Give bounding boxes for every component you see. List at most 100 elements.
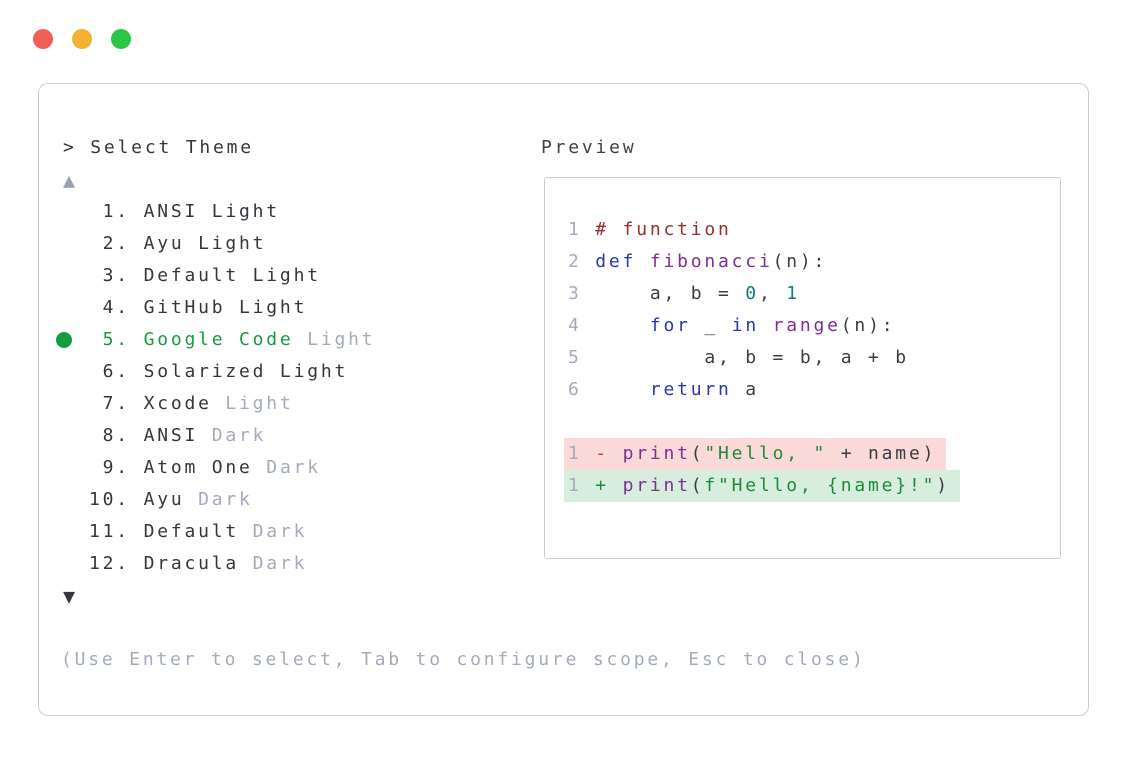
footer-hint: (Use Enter to select, Tab to configure s… <box>61 649 866 670</box>
code-token: 0 <box>745 283 759 304</box>
code-token: 1 <box>786 283 800 304</box>
theme-option[interactable]: 3. Default Light <box>89 260 375 292</box>
code-token: 3 <box>568 283 596 304</box>
maximize-button[interactable] <box>111 29 131 49</box>
theme-option-name: Solarized Light <box>143 361 349 382</box>
theme-list: 1. ANSI Light 2. Ayu Light 3. Default Li… <box>56 196 376 580</box>
theme-option[interactable]: 10. Ayu Dark <box>89 484 375 516</box>
theme-option-number: 1. <box>89 201 144 222</box>
blank-line <box>568 406 960 438</box>
theme-option-name: Default <box>143 521 240 542</box>
theme-option-variant: Light <box>211 393 294 414</box>
code-token: 4 <box>568 315 596 336</box>
code-token: + name) <box>827 443 937 464</box>
diff-line-removed: 1 - print("Hello, " + name) <box>564 438 947 470</box>
theme-option-variant: Dark <box>198 425 267 446</box>
code-token: ( <box>690 443 705 464</box>
code-token: a, b = b, a + b <box>595 347 909 368</box>
code-token: , <box>758 283 787 304</box>
diff-line-added: 1 + print(f"Hello, {name}!") <box>564 470 960 502</box>
theme-option-name: Google Code <box>143 329 294 350</box>
code-token <box>759 315 773 336</box>
code-token: 1 <box>568 219 596 240</box>
code-token: print <box>622 443 691 464</box>
theme-option-name: GitHub Light <box>143 297 308 318</box>
code-token: # function <box>595 219 732 240</box>
theme-option-name: Ayu Light <box>143 233 267 254</box>
code-token: ( <box>690 475 705 496</box>
code-token: (n): <box>840 315 896 336</box>
scroll-up-icon[interactable]: ▲ <box>63 168 76 192</box>
theme-option-number: 12. <box>89 553 144 574</box>
theme-option[interactable]: 9. Atom One Dark <box>89 452 375 484</box>
code-token: a, b = <box>595 283 746 304</box>
theme-option-name: ANSI <box>143 425 199 446</box>
preview-label: Preview <box>541 137 637 158</box>
code-token: _ <box>690 315 732 336</box>
code-token: 1 <box>568 443 596 464</box>
theme-option-number: 6. <box>89 361 144 382</box>
theme-picker-dialog: > Select Theme ▲ 1. ANSI Light 2. Ayu Li… <box>38 83 1089 716</box>
theme-option-variant: Dark <box>184 489 253 510</box>
theme-option[interactable]: 4. GitHub Light <box>89 292 375 324</box>
code-token: 6 <box>568 379 596 400</box>
code-token: for <box>649 315 691 336</box>
code-token: fibonacci <box>649 251 773 272</box>
code-line: 6 return a <box>568 374 960 406</box>
code-token: - <box>595 443 623 464</box>
code-token: + <box>595 475 623 496</box>
theme-option[interactable]: 5. Google Code Light <box>56 324 376 356</box>
code-token: def <box>595 251 637 272</box>
theme-option-number: 2. <box>89 233 144 254</box>
theme-option-number: 3. <box>89 265 144 286</box>
minimize-button[interactable] <box>72 29 92 49</box>
traffic-lights <box>33 29 131 49</box>
theme-option-number: 11. <box>89 521 144 542</box>
code-token: f"Hello, {name}!" <box>704 475 937 496</box>
theme-option[interactable]: 6. Solarized Light <box>89 356 375 388</box>
theme-option-variant: Light <box>293 329 376 350</box>
theme-option-name: ANSI Light <box>143 201 280 222</box>
code-token <box>595 315 650 336</box>
code-token: (n): <box>772 251 828 272</box>
code-token: 2 <box>568 251 596 272</box>
code-token: range <box>772 315 841 336</box>
theme-option-variant: Dark <box>239 521 308 542</box>
theme-option-name: Ayu <box>143 489 185 510</box>
selected-bullet-icon <box>56 332 72 348</box>
code-line: 4 for _ in range(n): <box>568 310 960 342</box>
theme-option-name: Dracula <box>143 553 240 574</box>
theme-option-name: Default Light <box>143 265 321 286</box>
theme-option-number: 8. <box>89 425 144 446</box>
theme-option-name: Xcode <box>143 393 212 414</box>
theme-option-number: 7. <box>89 393 144 414</box>
code-token <box>595 379 650 400</box>
code-token: print <box>622 475 691 496</box>
theme-option-number: 10. <box>89 489 144 510</box>
theme-option[interactable]: 7. Xcode Light <box>89 388 375 420</box>
code-token: in <box>731 315 759 336</box>
code-token: "Hello, " <box>704 443 828 464</box>
code-line: 3 a, b = 0, 1 <box>568 278 960 310</box>
picker-title: > Select Theme <box>63 137 254 158</box>
code-token <box>636 251 650 272</box>
theme-option-number: 5. <box>89 329 144 350</box>
theme-option[interactable]: 12. Dracula Dark <box>89 548 375 580</box>
scroll-down-icon[interactable]: ▼ <box>63 584 76 608</box>
close-button[interactable] <box>33 29 53 49</box>
code-line: 5 a, b = b, a + b <box>568 342 960 374</box>
code-token: return <box>649 379 732 400</box>
theme-option[interactable]: 8. ANSI Dark <box>89 420 375 452</box>
theme-option-name: Atom One <box>143 457 253 478</box>
theme-option-variant: Dark <box>239 553 308 574</box>
theme-option[interactable]: 11. Default Dark <box>89 516 375 548</box>
code-line: 2 def fibonacci(n): <box>568 246 960 278</box>
code-line: 1 # function <box>568 214 960 246</box>
code-token: ) <box>936 475 950 496</box>
theme-option[interactable]: 1. ANSI Light <box>89 196 375 228</box>
theme-option[interactable]: 2. Ayu Light <box>89 228 375 260</box>
code-token: 5 <box>568 347 596 368</box>
theme-option-number: 4. <box>89 297 144 318</box>
